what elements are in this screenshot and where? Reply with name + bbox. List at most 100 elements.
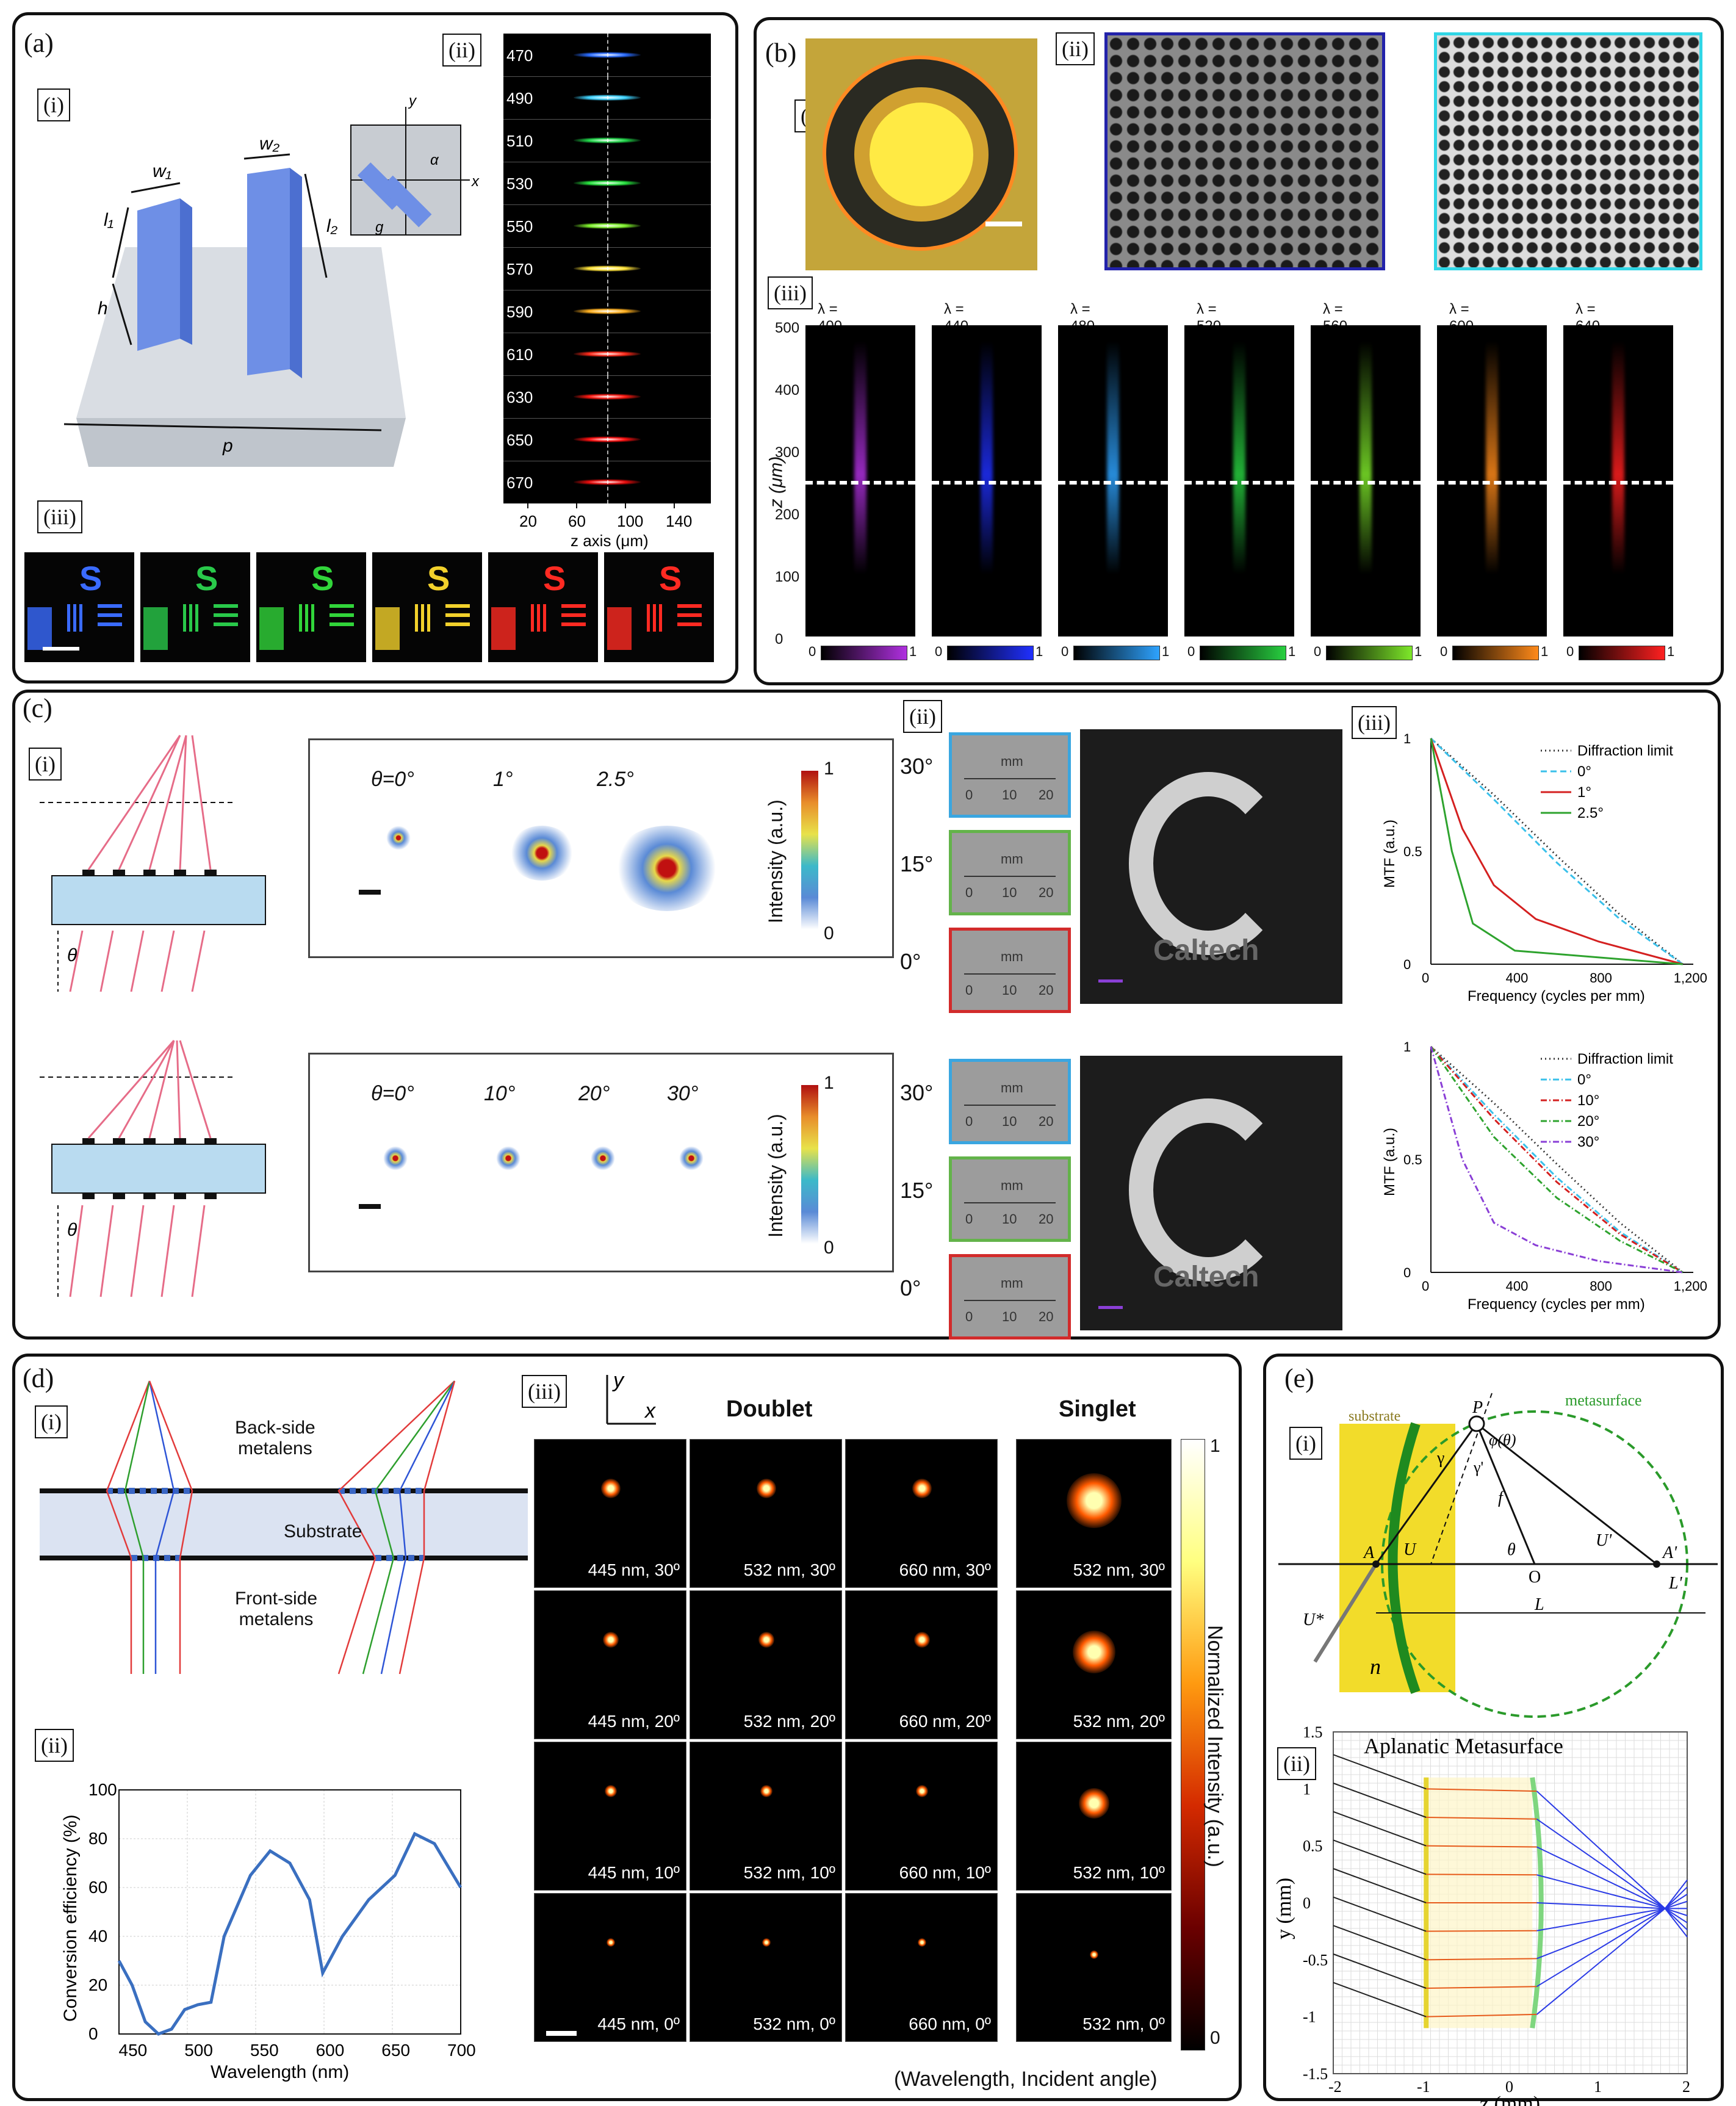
ruler-unit: mm	[1001, 851, 1023, 867]
ruler-tick: 10	[1002, 1211, 1017, 1227]
panel-c: (c) (i) θ θ θ=0°1°2.5° 1 0 Intensity (a.…	[12, 690, 1721, 1340]
psf-angle-label: 20°	[578, 1082, 610, 1105]
c-theta-bottom: θ	[67, 1220, 77, 1240]
ruler-tick: 10	[1002, 1114, 1017, 1129]
caltech-logo-c	[1129, 1098, 1288, 1282]
c-schematic-top: θ	[40, 735, 266, 992]
panel-a: (a) (i) w₁ w₂ l₁ l₂ h p y x α g (ii)	[12, 12, 738, 683]
cbar-gradient	[1579, 646, 1665, 660]
e-x-tick: 1	[1594, 2078, 1602, 2096]
d-axes-icon: y x	[606, 1369, 656, 1425]
focal-plane-line	[805, 481, 915, 485]
c-theta-top: θ	[67, 945, 77, 965]
ruler-line	[964, 1105, 1056, 1106]
e-x-tick: 2	[1682, 2078, 1690, 2096]
focal-wavelength-label: 550	[506, 217, 533, 236]
psf-cell: 532 nm, 30º	[1016, 1439, 1172, 1588]
ruler-tick: 20	[1039, 1114, 1054, 1129]
row-angle-label: 0°	[900, 949, 921, 974]
focal-wavelength-label: 630	[506, 388, 533, 406]
focal-plane-line	[1311, 481, 1421, 485]
focal-row	[503, 418, 711, 461]
mtf-x-tick: 400	[1506, 1278, 1529, 1294]
d-axis-x: x	[644, 1399, 656, 1423]
usaf-bar	[214, 604, 238, 608]
ruler-tick: 0	[965, 787, 973, 802]
cbar-min: 0	[1566, 644, 1574, 659]
panel-b-label: (b)	[765, 38, 797, 68]
d-scale-bar	[546, 2031, 577, 2036]
d-cbar-max: 1	[1210, 1436, 1220, 1456]
b-y-tick: 100	[775, 569, 800, 585]
usaf-bar	[537, 604, 540, 632]
e-aplanatic-title: Aplanatic Metasurface	[1364, 1734, 1563, 1758]
usaf-bar	[421, 604, 424, 632]
d-footer: (Wavelength, Incident angle)	[894, 2068, 1158, 2091]
psf-cell: 445 nm, 0º	[534, 1893, 686, 2042]
inset-y: y	[408, 93, 417, 109]
focal-wavelength-label: 530	[506, 175, 533, 193]
usaf-target-image: S	[24, 552, 134, 662]
panel-a-sub-iii: (iii)	[37, 500, 82, 533]
ruler-tick: 20	[1039, 1211, 1054, 1227]
label-l2: l₂	[326, 216, 338, 236]
inset-g: g	[375, 219, 384, 236]
psf-cell: 660 nm, 30º	[845, 1439, 998, 1588]
eff-y-tick: 20	[88, 1975, 107, 1994]
psf-angle-label: θ=0°	[371, 1082, 414, 1105]
psf-cell-label: 532 nm, 30º	[1073, 1560, 1165, 1579]
svg-text:A: A	[1363, 1543, 1375, 1562]
cbar-min: 0	[1061, 644, 1069, 659]
psf-cell: 532 nm, 10º	[1016, 1742, 1172, 1891]
usaf-bar	[543, 604, 546, 632]
panel-b-sub-iii: (iii)	[768, 276, 813, 309]
usaf-bar	[659, 604, 662, 632]
psf-peak	[914, 1632, 930, 1648]
psf-cell: 532 nm, 30º	[690, 1439, 842, 1588]
e-y-tick: 0.5	[1303, 1837, 1323, 1855]
cbar-gradient	[1452, 646, 1539, 660]
focal-image	[1563, 325, 1673, 636]
svg-text:U': U'	[1596, 1531, 1612, 1550]
ruler-tick: 0	[965, 885, 973, 900]
focal-plane-line	[1437, 481, 1547, 485]
focal-centerline	[607, 247, 610, 290]
focal-image	[1437, 325, 1547, 636]
mtf-y-tick: 1	[1403, 1039, 1411, 1055]
mtf-y-tick: 1	[1403, 731, 1411, 746]
usaf-bar	[677, 622, 702, 626]
b-y-tick: 500	[775, 320, 800, 336]
psf-cell-label: 532 nm, 0º	[1082, 2014, 1165, 2033]
usaf-bar	[677, 604, 702, 608]
ruler-tick: 10	[1002, 885, 1017, 900]
svg-text:L: L	[1534, 1595, 1544, 1614]
usaf-bar	[79, 604, 82, 632]
psf-bottom-intensity-label: Intensity (a.u.)	[765, 1114, 787, 1238]
focal-centerline	[607, 34, 610, 76]
mtf-legend-label: 0°	[1577, 763, 1591, 780]
ruler-unit: mm	[1001, 1275, 1023, 1291]
b-y-tick: 400	[775, 382, 800, 398]
scale-bar	[1098, 1306, 1123, 1309]
usaf-bar	[305, 604, 308, 632]
focal-plane-line	[1184, 481, 1294, 485]
caltech-logo-c	[1129, 772, 1288, 955]
focal-plane-line	[932, 481, 1042, 485]
eff-y-tick: 60	[88, 1878, 107, 1897]
usaf-bar	[73, 604, 76, 632]
d-axis-y: y	[612, 1369, 625, 1392]
psf-peak	[916, 1785, 928, 1797]
focal-centerline	[607, 76, 610, 119]
eff-y-label: Conversion efficiency (%)	[60, 1814, 81, 2022]
mtf-x-tick: 1,200	[1674, 1278, 1707, 1294]
eff-x-tick: 650	[381, 2041, 410, 2060]
e-y-tick: 1	[1303, 1780, 1311, 1798]
mtf-legend-label: Diffraction limit	[1577, 1051, 1673, 1067]
mtf-y-tick: 0	[1403, 1265, 1411, 1280]
rotation-inset: y x α g	[350, 93, 480, 236]
mtf-x-tick: 0	[1422, 970, 1429, 986]
focal-centerline	[607, 162, 610, 204]
row-angle-label: 0°	[900, 1275, 921, 1300]
